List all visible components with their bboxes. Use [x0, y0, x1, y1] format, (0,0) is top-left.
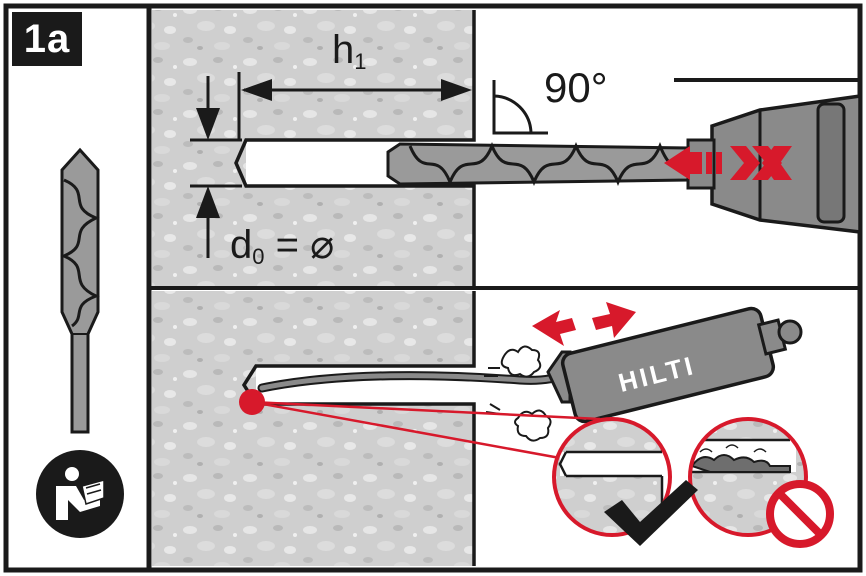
angle-label: 90°	[544, 64, 608, 111]
check-icon	[604, 480, 698, 546]
concrete-block-cleaning	[152, 291, 476, 566]
diameter-suffix: = ⌀	[264, 223, 335, 267]
depth-subscript: 1	[354, 49, 367, 74]
depth-symbol: h	[332, 28, 355, 72]
read-manual-icon	[36, 450, 124, 538]
blowout-pump-icon	[546, 306, 803, 424]
diameter-dimension-arrow	[190, 76, 242, 258]
pump-action-arrow-icon	[532, 302, 636, 346]
drill-bit-icon	[386, 142, 690, 186]
diameter-label: d0 = ⌀	[230, 222, 334, 270]
dusty-hole-detail	[688, 417, 808, 537]
hammer-action-arrow-icon	[664, 146, 792, 180]
depth-label: h1	[332, 28, 367, 75]
diameter-symbol: d	[230, 223, 253, 267]
prohibited-icon	[766, 480, 834, 548]
concrete-block-drilling	[152, 10, 476, 286]
right-angle-icon	[492, 80, 548, 135]
diameter-subscript: 0	[252, 244, 265, 269]
drill-bit-vertical-icon	[60, 147, 100, 434]
detail-callout-pointer	[239, 389, 601, 460]
dust-cloud-icon	[484, 345, 552, 442]
depth-dimension-arrow	[237, 72, 472, 140]
step-badge: 1a	[12, 12, 82, 66]
